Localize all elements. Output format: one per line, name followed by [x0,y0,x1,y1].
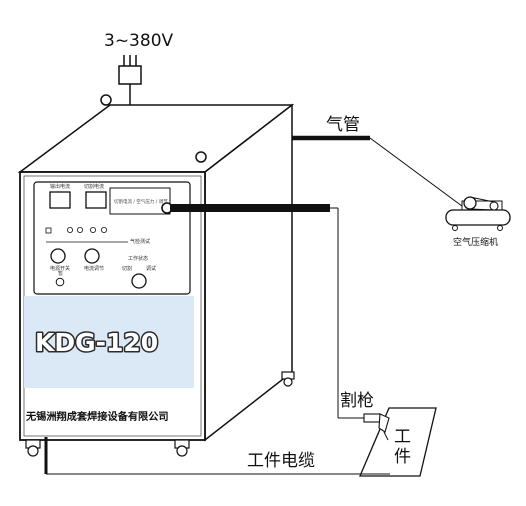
mode-label: 工作状态 [128,255,148,262]
info-label-plate [109,187,171,215]
mode-right-label: 调试 [146,265,156,272]
power-switch-knob[interactable] [50,248,66,264]
indicator-lamp-2 [77,226,84,233]
knob-left-label: 电源开关 [50,265,70,272]
knob-right-label: 电流调节 [84,265,104,272]
mode-left-label: 切割 [122,265,132,272]
cutting-torch-icon [363,413,390,441]
indicator-lamp-3 [90,226,97,233]
power-label: 3~380V [104,31,174,51]
indicator-lamp-1 [67,226,74,233]
torch-label: 割枪 [340,391,374,411]
model-nameplate: KDG-120 KDG-120 [24,296,194,388]
workpiece-label-line1: 工 [394,427,411,447]
torch-cable: 割枪 [170,204,374,419]
output-current-meter [49,191,71,209]
caster-wheels [25,371,295,457]
plug-icon [118,55,142,110]
workpiece-label-line2: 件 [394,447,411,467]
indicator-lamp-4 [101,226,108,233]
mode-selector-knob[interactable] [131,273,147,289]
power-supply: 3~380V [104,31,174,110]
cutting-current-meter [85,191,107,209]
workpiece: 工 件 [359,407,437,477]
indicator-square [45,227,52,234]
nameplate-background [24,296,194,388]
model-name-outline: KDG-120 [35,328,158,357]
lifting-eye-left [100,94,112,106]
air-hose-label: 气管 [326,115,360,135]
work-cable-label: 工件电缆 [247,451,315,471]
air-hose: 气管 [292,115,471,213]
control-panel: 输出电流 切割电流 切割电流 / 空气压力 / 调节 气检测试 电源开关 电流调… [33,181,191,295]
panel-small-button[interactable] [55,277,65,287]
info-plate-text: 切割电流 / 空气压力 / 调节 [114,198,168,205]
small-panel-label: 暂 [58,270,63,277]
current-adjust-knob[interactable] [84,248,100,264]
gas-check-label: 气检测试 [130,238,150,245]
model-name: KDG-120 [35,328,158,357]
work-cable: 工件电缆 [44,437,390,475]
lifting-eye-right [195,151,207,163]
workpiece-plate [359,407,437,477]
meter-right-label: 切割电流 [84,183,104,190]
compressor-label: 空气压缩机 [453,236,498,248]
air-compressor-icon: 空气压缩机 [445,196,511,248]
meter-left-label: 输出电流 [50,183,70,190]
switch-row: 气检测试 [45,226,150,245]
company-name: 无锡洲翔成套焊接设备有限公司 [25,410,169,423]
